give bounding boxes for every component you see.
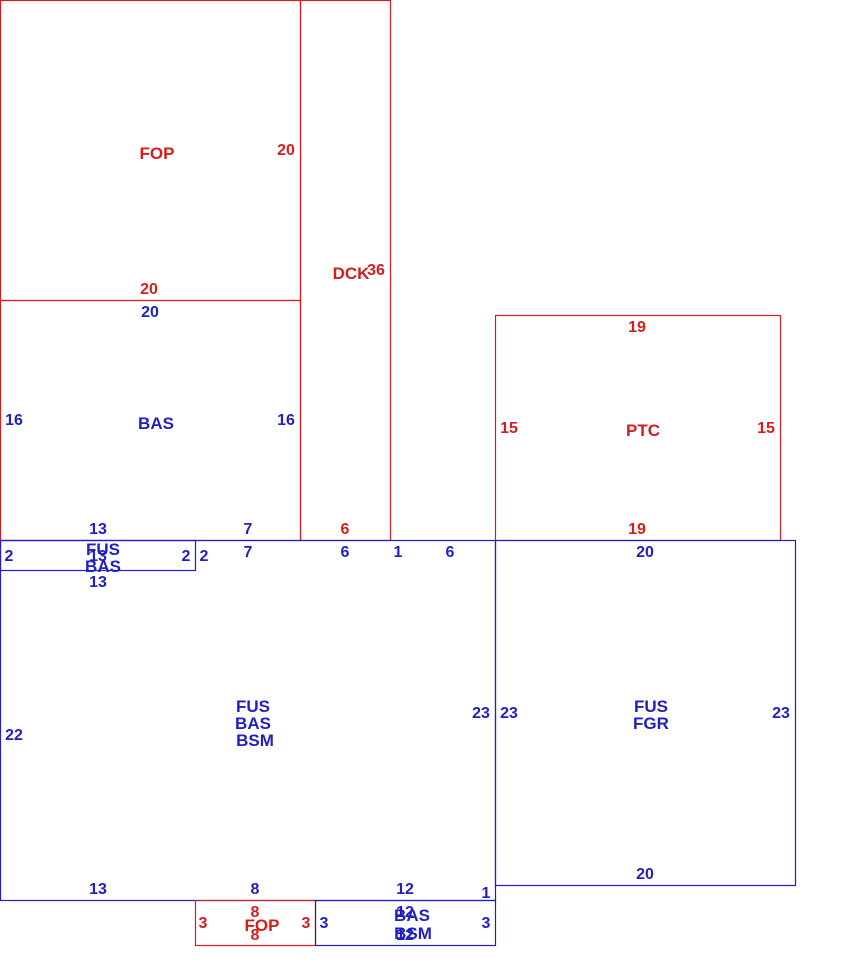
ptc-dim-bottom: 19	[628, 521, 646, 538]
bas-upper-label: BAS	[138, 414, 174, 433]
bas-bsm-bottom-dim-top: 12	[396, 904, 414, 921]
main-dim-bottom-d: 1	[482, 885, 491, 902]
bas-upper-dim-bottom-left: 13	[89, 521, 107, 538]
bas-upper-dim-left: 16	[5, 412, 23, 429]
fus-fgr-outline	[494, 539, 797, 887]
bas-upper-dim-bottom-right: 7	[244, 521, 253, 538]
ptc-dim-top: 19	[628, 319, 646, 336]
main-dim-bottom-a: 13	[89, 881, 107, 898]
ptc-label: PTC	[626, 421, 660, 440]
main-dim-top-b: 7	[244, 544, 253, 561]
main-label-bsm: BSM	[236, 731, 274, 750]
ptc-dim-left: 15	[500, 420, 518, 437]
fus-fgr-dim-top: 20	[636, 544, 654, 561]
main-dim-top-c: 6	[341, 544, 350, 561]
main-dim-left: 22	[5, 727, 23, 744]
fus-fgr-dim-right: 23	[772, 705, 790, 722]
main-dim-right: 23	[472, 705, 490, 722]
fop-bottom-label: FOP	[245, 916, 280, 935]
fop-bottom-dim-bottom: 8	[251, 927, 260, 944]
bas-bsm-bottom-outline	[314, 899, 497, 947]
fus-fgr-dim-left: 23	[500, 705, 518, 722]
fop-top-dim-bottom: 20	[140, 281, 158, 298]
main-dim-bottom-c: 12	[396, 881, 414, 898]
main-dim-bottom-b: 8	[251, 881, 260, 898]
ptc-dim-right: 15	[757, 420, 775, 437]
main-dim-top-e: 6	[446, 544, 455, 561]
bas-bsm-bottom-dim-right: 3	[482, 915, 491, 932]
fop-bottom-dim-right: 3	[302, 915, 311, 932]
bas-bsm-bottom-dim-left: 3	[320, 915, 329, 932]
bas-upper-dim-top: 20	[141, 304, 159, 321]
main-dim-top-a: 2	[200, 548, 209, 565]
fop-bottom-dim-left: 3	[199, 915, 208, 932]
fus-bas-small-dim-left: 2	[5, 548, 14, 565]
fus-fgr-label-fus: FUS	[634, 697, 668, 716]
fus-bas-small-dim-overlap: 13	[89, 548, 107, 565]
fop-bottom-dim-top: 8	[251, 904, 260, 921]
bas-bsm-bottom-dim-bottom: 12	[396, 927, 414, 944]
fus-bas-small-label-bas: BAS	[85, 557, 121, 576]
fop-top-dim-right: 20	[277, 142, 295, 159]
bas-upper-dim-right: 16	[277, 412, 295, 429]
fus-bas-small-label-fus: FUS	[86, 540, 120, 559]
dck-dim-right: 36	[367, 262, 385, 279]
main-label-fus: FUS	[236, 697, 270, 716]
main-label-bas: BAS	[235, 714, 271, 733]
bas-bsm-bottom-label-bsm: BSM	[394, 924, 432, 943]
fus-fgr-label-fgr: FGR	[633, 714, 669, 733]
fus-bas-small-dim-bottom: 13	[89, 574, 107, 591]
dck-label: DCK	[333, 264, 371, 283]
dck-dim-bottom: 6	[341, 521, 350, 538]
main-dim-top-d: 1	[394, 544, 403, 561]
bas-bsm-bottom-label-bas: BAS	[394, 906, 430, 925]
fop-top-label: FOP	[140, 144, 175, 163]
fus-fgr-dim-bottom: 20	[636, 866, 654, 883]
fus-bas-small-dim-right: 2	[182, 548, 191, 565]
